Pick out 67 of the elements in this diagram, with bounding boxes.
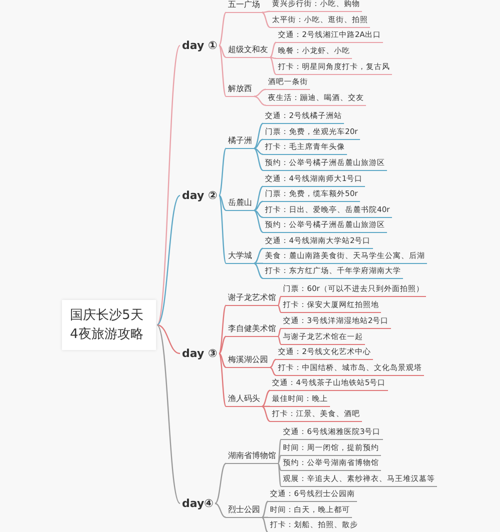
connector-line <box>262 516 268 518</box>
day-label: day ① <box>180 38 220 52</box>
connector-line <box>262 10 270 13</box>
connector-line <box>218 148 226 196</box>
connector-line <box>254 186 264 211</box>
connector-line <box>262 12 270 28</box>
connector-line <box>218 12 226 46</box>
place-label: 橘子洲 <box>226 135 254 149</box>
connector-line <box>254 138 264 149</box>
place-label: 渔人码头 <box>226 393 262 407</box>
connector-line <box>262 516 268 532</box>
connector-line <box>277 439 282 464</box>
place-label: 大学城 <box>226 250 254 264</box>
title-box: 国庆长沙5天4夜旅游攻略 <box>62 300 156 350</box>
connector-line <box>254 248 264 264</box>
connector-line <box>218 195 227 264</box>
connector-line <box>254 148 264 171</box>
connector-line <box>262 500 268 518</box>
connector-line <box>270 358 276 368</box>
connector-line <box>156 324 180 504</box>
connector-line <box>218 352 226 368</box>
connector-line <box>262 406 270 407</box>
day-label: day ② <box>180 188 220 202</box>
place-label: 谢子龙艺术馆 <box>226 292 278 306</box>
connector-line <box>270 366 276 376</box>
place-label: 李自健美术馆 <box>226 323 278 337</box>
place-label: 超级文和友 <box>226 44 270 58</box>
connector-line <box>254 262 263 264</box>
connector-line <box>278 336 282 345</box>
connector-line <box>262 406 270 422</box>
connector-line <box>254 262 264 279</box>
connector-line <box>218 353 226 407</box>
place-label: 湖南省博物馆 <box>226 450 278 464</box>
connector-line <box>278 455 282 464</box>
day-label: day④ <box>180 496 216 510</box>
connector-line <box>278 305 282 313</box>
connector-line <box>254 200 264 211</box>
connector-line <box>214 502 226 518</box>
place-label: 梅溪湖公园 <box>226 354 270 368</box>
connector-line <box>218 305 226 354</box>
connector-line <box>278 296 282 306</box>
place-label: 烈士公园 <box>226 504 262 518</box>
connector-line <box>254 88 266 97</box>
place-label: 五一广场 <box>226 0 262 13</box>
connector-line <box>254 122 264 149</box>
place-label: 解放西 <box>226 83 254 97</box>
connector-line <box>270 56 276 59</box>
connector-line <box>218 44 226 58</box>
connector-line <box>262 390 270 407</box>
connector-line <box>218 336 226 354</box>
connector-line <box>278 463 282 471</box>
connector-line <box>214 462 226 504</box>
connector-line <box>254 210 264 233</box>
connector-line <box>156 195 180 326</box>
connector-line <box>156 45 181 326</box>
connector-line <box>278 328 282 337</box>
connector-line <box>254 148 264 155</box>
place-label: 岳麓山 <box>226 197 254 211</box>
connector-line <box>277 463 282 487</box>
day-label: day ③ <box>180 346 220 360</box>
connector-line <box>218 45 226 97</box>
connector-line <box>254 96 266 106</box>
connector-line <box>218 195 226 211</box>
connector-line <box>270 56 276 75</box>
connector-line <box>270 42 276 58</box>
connector-line <box>254 210 264 218</box>
connector-line <box>156 324 180 354</box>
